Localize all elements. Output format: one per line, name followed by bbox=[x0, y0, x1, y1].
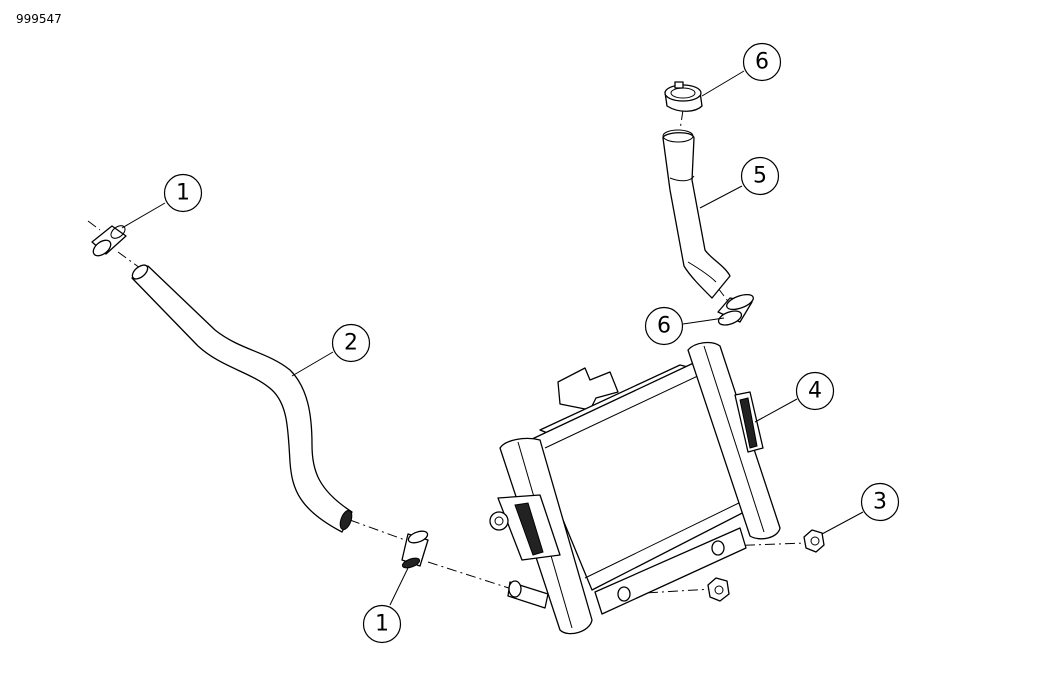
mounting-nut-lower bbox=[707, 577, 730, 602]
callout-4-label: 4 bbox=[808, 379, 822, 404]
diagram-id: 999547 bbox=[16, 12, 62, 26]
leader-lines bbox=[121, 70, 864, 606]
callout-6b-label: 6 bbox=[657, 314, 671, 339]
hose-clamp-top bbox=[664, 81, 703, 112]
callout-1b-label: 1 bbox=[375, 612, 389, 637]
long-hose bbox=[131, 264, 353, 533]
callout-6a-label: 6 bbox=[755, 50, 769, 75]
callout-4: 4 bbox=[795, 371, 835, 411]
callout-3: 3 bbox=[860, 482, 900, 522]
callout-6b: 6 bbox=[644, 306, 684, 346]
hose-clamp-bottom bbox=[717, 293, 754, 326]
callout-2: 2 bbox=[331, 323, 371, 363]
callout-1b: 1 bbox=[362, 604, 402, 644]
callout-1a-label: 1 bbox=[176, 181, 190, 206]
callout-2-label: 2 bbox=[344, 331, 358, 356]
oil-cooler-assembly bbox=[489, 341, 781, 635]
hose-clamp-lower bbox=[401, 530, 429, 569]
hose-clamp-upper bbox=[91, 225, 127, 257]
callout-3-label: 3 bbox=[873, 490, 887, 515]
callout-5-label: 5 bbox=[753, 164, 767, 189]
callout-6a: 6 bbox=[742, 42, 782, 82]
mounting-nut-upper bbox=[803, 529, 825, 553]
callout-1a: 1 bbox=[163, 173, 203, 213]
callout-5: 5 bbox=[740, 156, 780, 196]
short-hose bbox=[662, 129, 731, 299]
